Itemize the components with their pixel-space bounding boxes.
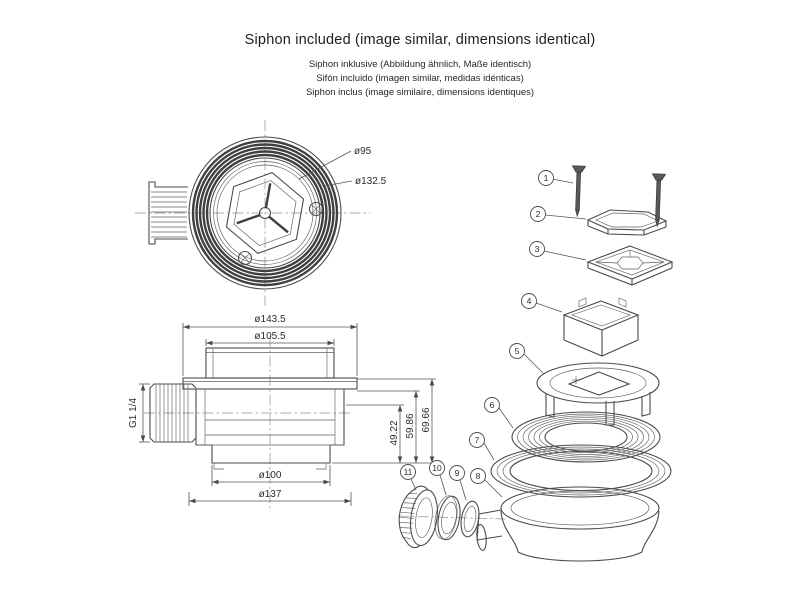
part-drain-body — [476, 486, 660, 562]
part-screws — [571, 165, 667, 228]
part-number-2: 2 — [536, 209, 541, 219]
part-flange-legs — [536, 362, 660, 426]
part-number-8: 8 — [476, 471, 481, 481]
top-view-drawing: ø95 ø132.5 — [135, 120, 387, 306]
side-view-centerlines — [144, 336, 352, 512]
part-callout-2: 2 — [530, 206, 587, 222]
nut-knurl-lines — [151, 191, 187, 238]
part-washer — [434, 495, 461, 541]
part-callout-5: 5 — [509, 343, 544, 374]
part-number-7: 7 — [475, 435, 480, 445]
dim-label-h49: 49.22 — [389, 420, 400, 445]
side-view-dimensions: G1 1/4 ø143.5 ø105.5 ø100 — [128, 314, 436, 506]
part-number-6: 6 — [490, 400, 495, 410]
part-strainer-top — [586, 245, 674, 286]
subtitle-german: Siphon inklusive (Abbildung ähnlich, Maß… — [308, 59, 532, 70]
side-view-body — [195, 389, 345, 470]
top-view-side-nut — [148, 181, 188, 245]
part-callout-7: 7 — [469, 432, 495, 461]
dim-label-d137: ø137 — [259, 489, 282, 500]
part-callout-3: 3 — [529, 241, 587, 261]
exploded-view-drawing: 1 2 3 4 5 — [397, 165, 674, 562]
part-callout-1: 1 — [538, 170, 574, 186]
part-number-5: 5 — [515, 346, 520, 356]
dim-label-thread: G1 1/4 — [128, 398, 139, 428]
dim-label-d105: ø105.5 — [254, 331, 286, 342]
top-view-dimensions: ø95 ø132.5 — [298, 146, 387, 187]
part-seal-coil — [511, 411, 661, 463]
dim-label-d143: ø143.5 — [254, 314, 286, 325]
drawing-title-block: Siphon included (image similar, dimensio… — [40, 32, 800, 100]
part-number-4: 4 — [527, 296, 532, 306]
part-ribbed-rim — [490, 444, 672, 498]
dim-label-h69: 69.66 — [421, 407, 432, 432]
part-number-9: 9 — [455, 468, 460, 478]
dim-label-d95: ø95 — [354, 146, 372, 157]
top-view-centerlines — [135, 120, 370, 306]
part-callout-11: 11 — [400, 464, 417, 491]
side-view-drawing: G1 1/4 ø143.5 ø105.5 ø100 — [128, 314, 436, 512]
part-cone-washer — [460, 500, 480, 538]
part-union-nut — [398, 485, 438, 549]
part-hex-ring — [586, 209, 668, 236]
top-view-hex-strainer — [225, 171, 305, 255]
exploded-axis-centerline — [397, 515, 506, 520]
part-number-1: 1 — [544, 173, 549, 183]
part-callout-8: 8 — [470, 468, 503, 498]
dim-label-d132: ø132.5 — [355, 176, 387, 187]
part-callout-4: 4 — [521, 293, 563, 313]
part-callout-6: 6 — [484, 397, 514, 429]
part-number-11: 11 — [404, 467, 413, 477]
part-dip-cup — [562, 297, 640, 357]
part-callout-9: 9 — [449, 465, 467, 501]
title-english: Siphon included (image similar, dimensio… — [244, 32, 596, 48]
nut-rib-lines — [400, 492, 418, 540]
dim-label-h59: 59.86 — [405, 413, 416, 438]
dim-label-d100: ø100 — [259, 470, 282, 481]
subtitle-french: Siphon inclus (image similaire, dimensio… — [305, 87, 535, 98]
subtitle-spanish: Sifón incluido (imagen similar, medidas … — [316, 73, 524, 84]
top-view-screw-marks — [237, 201, 324, 266]
part-callout-10: 10 — [429, 460, 447, 496]
part-number-3: 3 — [535, 244, 540, 254]
side-view-threaded-nut — [149, 383, 197, 443]
nut-thread-lines — [155, 384, 189, 442]
part-number-10: 10 — [432, 463, 442, 473]
